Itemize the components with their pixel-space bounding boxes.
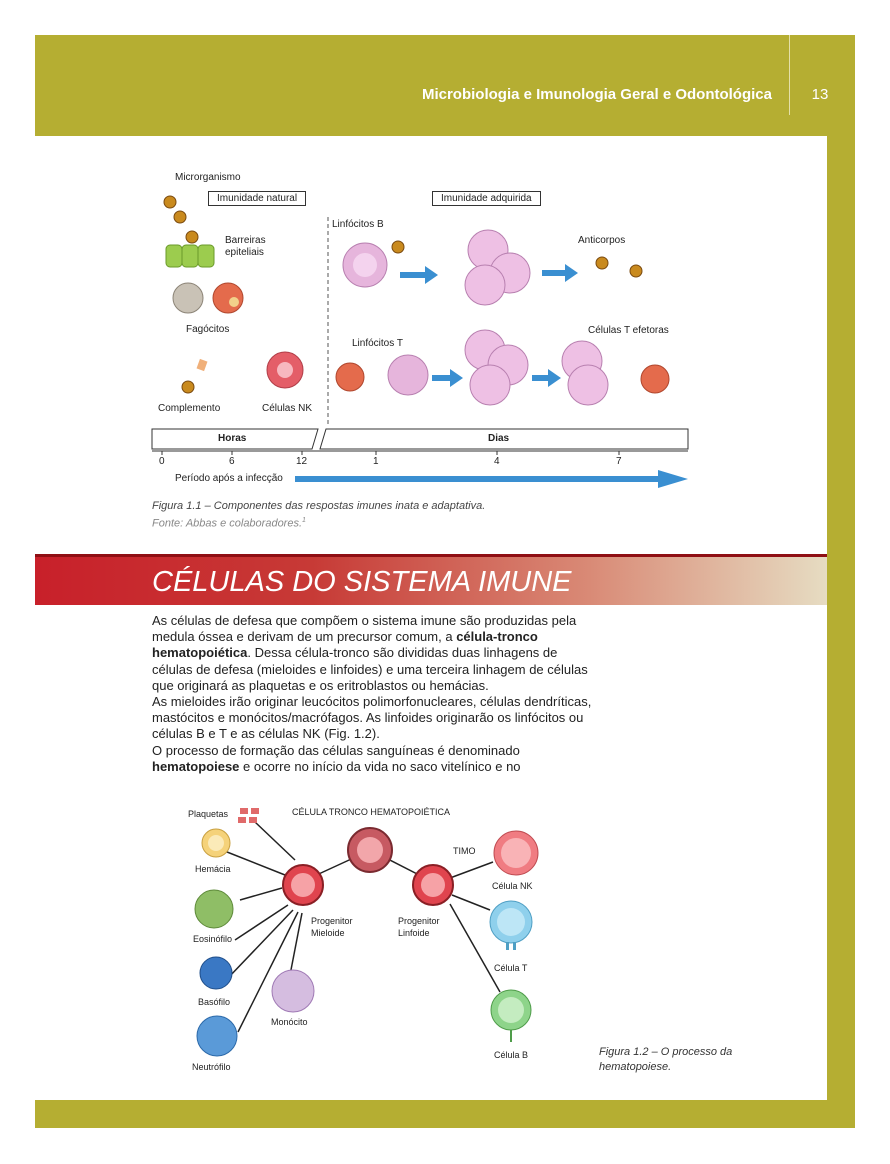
label-innate-immunity: Imunidade natural bbox=[208, 191, 307, 206]
label-hemacia: Hemácia bbox=[195, 864, 231, 874]
label-days: Dias bbox=[488, 433, 510, 444]
label-hours: Horas bbox=[218, 433, 247, 444]
label-neutrophil: Neutrófilo bbox=[192, 1062, 231, 1072]
running-header-title: Microbiologia e Imunologia Geral e Odont… bbox=[421, 86, 772, 103]
tick-4: 4 bbox=[494, 456, 500, 467]
tick-7: 7 bbox=[616, 456, 622, 467]
label-period-after-infection: Período após a infecção bbox=[175, 473, 283, 484]
label-platelets: Plaquetas bbox=[188, 809, 229, 819]
label-adaptive-immunity: Imunidade adquirida bbox=[432, 191, 541, 206]
label-phagocytes: Fagócitos bbox=[186, 324, 230, 335]
label-basophil: Basófilo bbox=[198, 997, 231, 1007]
body-paragraphs: As células de defesa que compõem o siste… bbox=[152, 613, 592, 775]
page-number: 13 bbox=[811, 86, 829, 103]
paragraph-3: O processo de formação das células sangu… bbox=[152, 742, 521, 774]
figure1-source: Fonte: Abbas e colaboradores.1 bbox=[152, 517, 306, 530]
label-stem-cell: CÉLULA TRONCO HEMATOPOIÉTICA bbox=[292, 807, 451, 817]
label-effector-t-cells: Células T efetoras bbox=[588, 325, 669, 336]
label-myeloid-progenitor: Progenitor Mieloide bbox=[311, 916, 353, 938]
label-monocyte: Monócito bbox=[271, 1017, 308, 1027]
label-b-lymphocytes: Linfócitos B bbox=[332, 219, 384, 230]
header-band bbox=[35, 35, 855, 136]
label-nk-cells: Células NK bbox=[262, 403, 313, 414]
figure-hematopoiesis: Plaquetas CÉLULA TRONCO HEMATOPOIÉTICA H… bbox=[150, 800, 590, 1085]
tick-12: 12 bbox=[296, 456, 308, 467]
paragraph-1: As células de defesa que compõem o siste… bbox=[152, 613, 588, 693]
paragraph-2: As mieloides irão originar leucócitos po… bbox=[152, 694, 592, 742]
label-microorganism: Microrganismo bbox=[175, 172, 241, 183]
label-epithelial-barriers: Barreiras epiteliais bbox=[225, 235, 266, 258]
label-nk-cell: Célula NK bbox=[492, 881, 533, 891]
figure2-caption: Figura 1.2 – O processo da hematopoiese. bbox=[599, 1046, 733, 1073]
footer-band bbox=[35, 1100, 855, 1128]
label-t-lymphocytes: Linfócitos T bbox=[352, 338, 403, 349]
label-lymphoid-progenitor: Progenitor Linfoide bbox=[398, 916, 440, 938]
figure1-caption: Figura 1.1 – Componentes das respostas i… bbox=[152, 500, 486, 512]
right-band bbox=[827, 136, 855, 1100]
header-separator bbox=[789, 35, 790, 115]
tick-0: 0 bbox=[159, 456, 165, 467]
hematopoiesis-illustration bbox=[194, 808, 539, 1057]
label-complement: Complemento bbox=[158, 403, 221, 414]
section-banner bbox=[35, 557, 827, 605]
figure-immune-responses: Microrganismo Imunidade natural Imunidad… bbox=[150, 165, 695, 495]
tick-1: 1 bbox=[373, 456, 379, 467]
label-b-cell: Célula B bbox=[494, 1050, 529, 1060]
label-thymus: TIMO bbox=[453, 846, 476, 856]
label-antibodies: Anticorpos bbox=[578, 235, 626, 246]
section-title: CÉLULAS DO SISTEMA IMUNE bbox=[152, 566, 572, 598]
label-t-cell: Célula T bbox=[494, 963, 528, 973]
immune-response-illustration bbox=[151, 195, 689, 488]
section-rule bbox=[35, 554, 827, 559]
label-eosinophil: Eosinófilo bbox=[193, 934, 233, 944]
tick-6: 6 bbox=[229, 456, 235, 467]
